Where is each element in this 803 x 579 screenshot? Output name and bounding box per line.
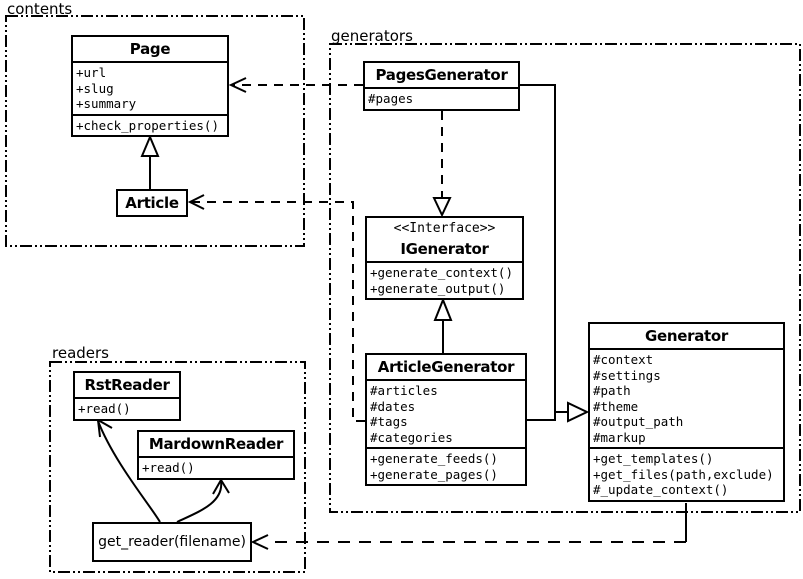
class-rstreader: RstReader +read(): [73, 371, 181, 421]
class-page-title: Page: [129, 40, 171, 58]
attribute: #theme: [593, 398, 639, 414]
class-articlegenerator: ArticleGenerator #articles #dates #tags …: [365, 353, 527, 486]
method: +generate_pages(): [370, 466, 498, 482]
attribute: #settings: [593, 367, 661, 383]
class-generator-title: Generator: [644, 327, 729, 345]
package-generators-label: generators: [331, 27, 413, 45]
class-page-attributes: +url +slug +summary: [73, 61, 227, 114]
package-contents-label: contents: [7, 0, 73, 18]
method: +generate_context(): [370, 265, 513, 280]
method: +generate_output(): [370, 280, 506, 296]
class-generator-attributes: #context #settings #path #theme #output_…: [590, 348, 783, 447]
attribute: #path: [593, 383, 631, 398]
class-mardownreader-methods: +read(): [139, 456, 293, 478]
attribute: #pages: [368, 91, 414, 106]
arrowhead-open-mardownreader: [212, 478, 230, 495]
attribute: #articles: [370, 383, 438, 398]
method: +generate_feeds(): [370, 451, 498, 466]
arrowhead-open-article: [187, 194, 205, 210]
class-article: Article: [116, 189, 188, 217]
class-rstreader-methods: +read(): [75, 397, 179, 419]
function-box-get-reader: get_reader(filename): [92, 522, 252, 562]
attribute: +url: [76, 65, 107, 80]
method: +get_templates(): [593, 451, 714, 466]
arrowhead-triangle-generator: [567, 401, 590, 423]
edge-pagesgenerator-to-generator: [519, 84, 556, 421]
class-pagesgenerator-title: PagesGenerator: [375, 66, 508, 84]
arrowhead-triangle-igenerator-bottom: [433, 297, 453, 321]
arrowhead-triangle-igenerator-top: [432, 197, 452, 218]
method: +check_properties(): [76, 117, 219, 133]
package-contents-border: [5, 15, 305, 247]
package-readers-label: readers: [52, 344, 109, 362]
method: +get_files(path,exclude): [593, 466, 774, 482]
class-generator-methods: +get_templates() +get_files(path,exclude…: [590, 447, 783, 500]
arrowhead-open-getreader: [250, 534, 269, 550]
function-box-get-reader-label: get_reader(filename): [98, 534, 246, 550]
method: +read(): [78, 401, 131, 416]
edge-getreader-to-rstreader: [97, 420, 161, 523]
class-mardownreader: MardownReader +read(): [137, 430, 295, 480]
class-article-title: Article: [125, 194, 179, 212]
class-articlegenerator-attributes: #articles #dates #tags #categories: [367, 379, 525, 447]
edge-articlegenerator-to-article: [192, 201, 365, 422]
class-mardownreader-title: MardownReader: [148, 435, 284, 453]
package-generators-border: [329, 43, 801, 513]
edge-getreader-to-mardownreader: [176, 480, 223, 523]
arrowhead-triangle-page: [140, 134, 160, 157]
attribute: #context: [593, 352, 654, 367]
package-readers-border: [49, 361, 306, 573]
attribute: #output_path: [593, 414, 684, 429]
attribute: +slug: [76, 80, 114, 96]
class-pagesgenerator: PagesGenerator #pages: [363, 61, 520, 111]
arrowhead-open-page: [228, 77, 247, 93]
method: +read(): [142, 460, 195, 475]
class-generator: Generator #context #settings #path #them…: [588, 322, 785, 502]
class-articlegenerator-methods: +generate_feeds() +generate_pages(): [367, 447, 525, 484]
attribute: #categories: [370, 429, 453, 445]
class-igenerator: <<Interface>> IGenerator +generate_conte…: [365, 216, 524, 300]
attribute: +summary: [76, 96, 137, 111]
attribute: #tags: [370, 414, 408, 429]
class-pagesgenerator-attributes: #pages: [365, 87, 518, 109]
class-articlegenerator-title: ArticleGenerator: [377, 358, 515, 376]
class-igenerator-stereotype: <<Interface>>: [393, 221, 496, 236]
class-page-methods: +check_properties(): [73, 113, 227, 136]
attribute: #markup: [593, 429, 646, 445]
method: #_update_context(): [593, 482, 729, 497]
class-rstreader-title: RstReader: [84, 376, 170, 394]
class-igenerator-methods: +generate_context() +generate_output(): [367, 261, 522, 298]
class-page: Page +url +slug +summary +check_properti…: [71, 35, 229, 137]
attribute: #dates: [370, 398, 416, 414]
class-igenerator-title: IGenerator: [400, 240, 489, 258]
